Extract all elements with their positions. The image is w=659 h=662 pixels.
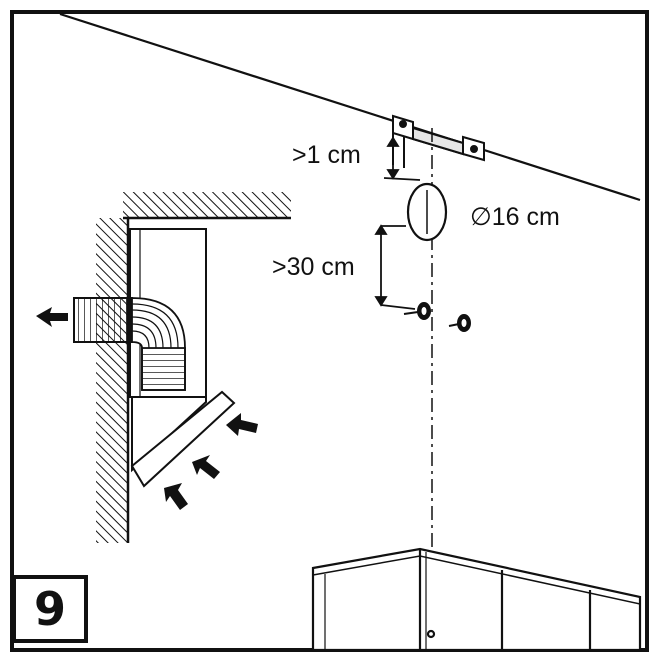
intake-arrow-1 (226, 413, 258, 436)
wall-cabinets (311, 547, 642, 652)
inset-canopy (130, 390, 236, 488)
dimension-gap-side (374, 224, 416, 310)
step-number: 9 (33, 582, 66, 636)
inset-wall (96, 218, 130, 543)
exhaust-arrow (36, 307, 68, 327)
inset-duct (73, 297, 186, 391)
label-gap-side: >30 cm (272, 253, 355, 281)
inset-ceiling (123, 192, 291, 220)
intake-arrow-2 (192, 455, 220, 479)
step-number-box: 9 (12, 575, 88, 643)
dimension-gap-top (383, 136, 421, 181)
label-diameter: ∅16 cm (470, 203, 560, 231)
intake-arrow-3 (164, 483, 188, 510)
mounting-bracket (392, 114, 485, 168)
wall-screw-right (448, 314, 471, 332)
label-gap-top: >1 cm (292, 141, 361, 169)
wall-screw-left (403, 302, 431, 320)
ceiling-line (59, 12, 641, 202)
duct-outlet (406, 182, 448, 242)
